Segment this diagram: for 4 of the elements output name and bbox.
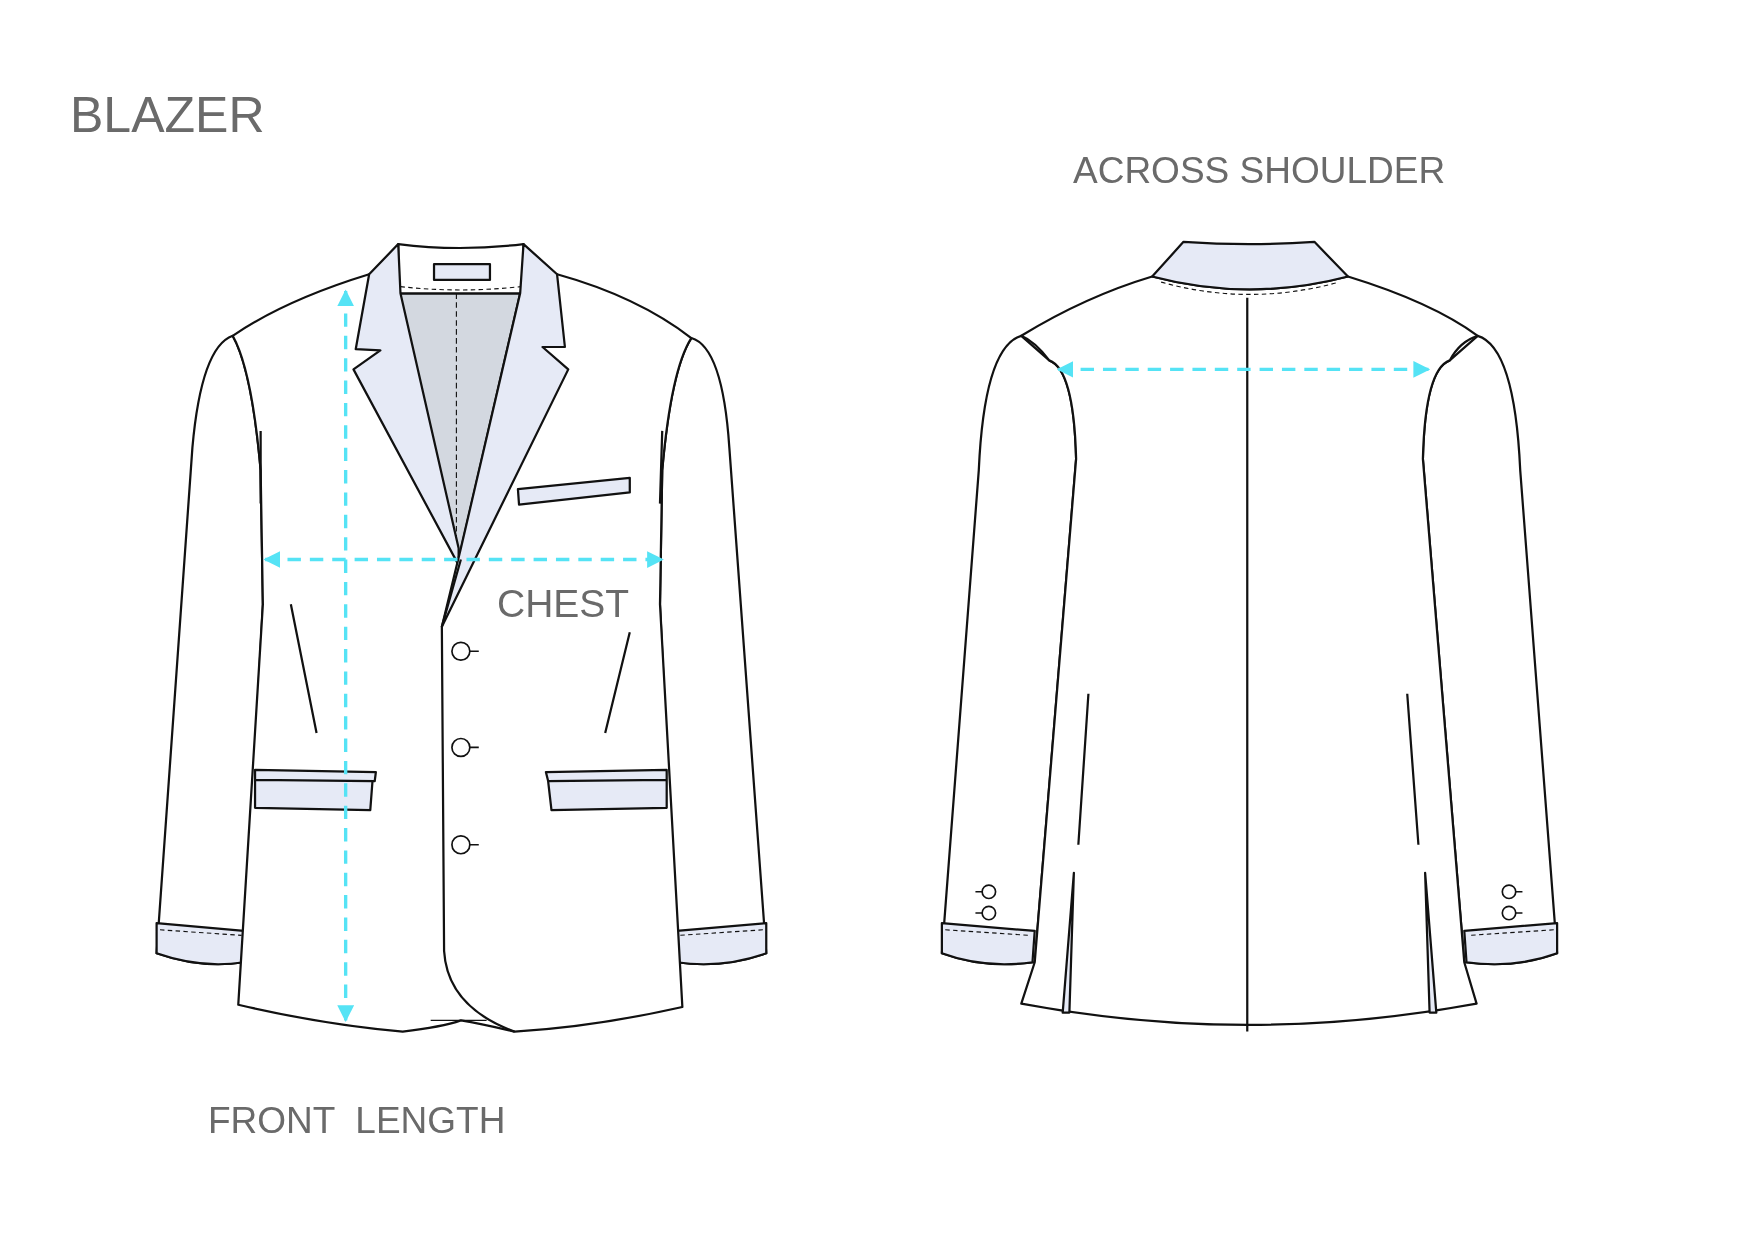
measurement-label: CHEST: [497, 584, 630, 623]
measurement-label: ACROSS SHOULDER: [1073, 152, 1446, 189]
title: BLAZER: [70, 90, 265, 140]
measurement-label: FRONT LENGTH: [208, 1102, 506, 1139]
